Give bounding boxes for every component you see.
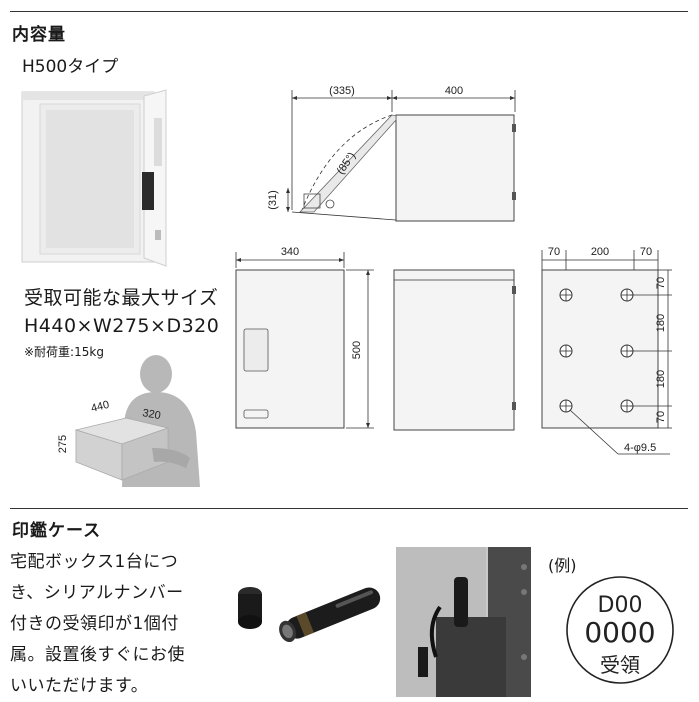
description-line: 付きの受領印が1個付: [10, 614, 179, 634]
load-capacity-note: ※耐荷重:15kg: [24, 345, 104, 359]
example-label: (例): [548, 556, 577, 575]
back-dim-right-4: 70: [655, 411, 667, 423]
hole-spec-label: 4-φ9.5: [624, 442, 656, 454]
section-title-contents: 内容量: [12, 25, 66, 45]
person-holding-parcel-illustration: 440 320 275: [57, 355, 200, 487]
back-dim-right-1: 70: [655, 277, 667, 289]
capacity-title: 受取可能な最大サイズ: [24, 287, 219, 309]
dim-open-label: (335): [329, 85, 355, 97]
top-rule: [10, 11, 688, 12]
stamp-description: 宅配ボックス1台につ き、シリアルナンバー 付きの受領印が1個付 属。設置後すぐ…: [10, 547, 225, 702]
section-title-stamp-case: 印鑑ケース: [12, 521, 102, 541]
side-profile-drawing: [393, 269, 516, 431]
stamp-case-mounted-photo: [396, 547, 531, 697]
side-view-drawing: (335) 400 (85°) (31): [267, 85, 516, 222]
back-dim-right-3: 180: [655, 370, 667, 388]
stamp-impression: D00 0000 受領: [566, 576, 674, 684]
capacity-dimensions: H440×W275×D320: [24, 315, 220, 337]
front-view-drawing: 340 500: [235, 246, 374, 429]
product-photo-open-box: [21, 89, 167, 267]
dim-offset-label: (31): [267, 190, 279, 210]
back-view-drawing: 70 200 70 70 180 180 70 4-φ9.5: [541, 246, 672, 455]
front-width-label: 340: [281, 246, 299, 258]
description-line: き、シリアルナンバー: [10, 583, 184, 603]
stamp-case-photo: [238, 587, 381, 643]
back-dim-top-left: 70: [548, 246, 560, 258]
dim-depth-label: 400: [445, 85, 463, 97]
parcel-width-label: 440: [90, 399, 111, 415]
front-height-label: 500: [351, 341, 363, 359]
back-dim-top-center: 200: [591, 246, 609, 258]
section-divider: [10, 508, 688, 509]
back-dim-top-right: 70: [640, 246, 652, 258]
description-line: 宅配ボックス1台につ: [10, 552, 179, 572]
description-line: 属。設置後すぐにお使: [10, 645, 185, 665]
description-line: いいただけます。: [10, 676, 149, 696]
parcel-height-label: 275: [57, 435, 69, 453]
mounting-holes: [559, 288, 634, 413]
parcel-depth-label: 320: [141, 407, 161, 422]
stamp-received-text: 受領: [600, 653, 640, 677]
stamp-serial-text: 0000: [584, 616, 655, 649]
type-subtitle: H500タイプ: [22, 57, 119, 77]
stamp-prefix-text: D00: [598, 593, 643, 618]
back-dim-right-2: 180: [655, 314, 667, 332]
